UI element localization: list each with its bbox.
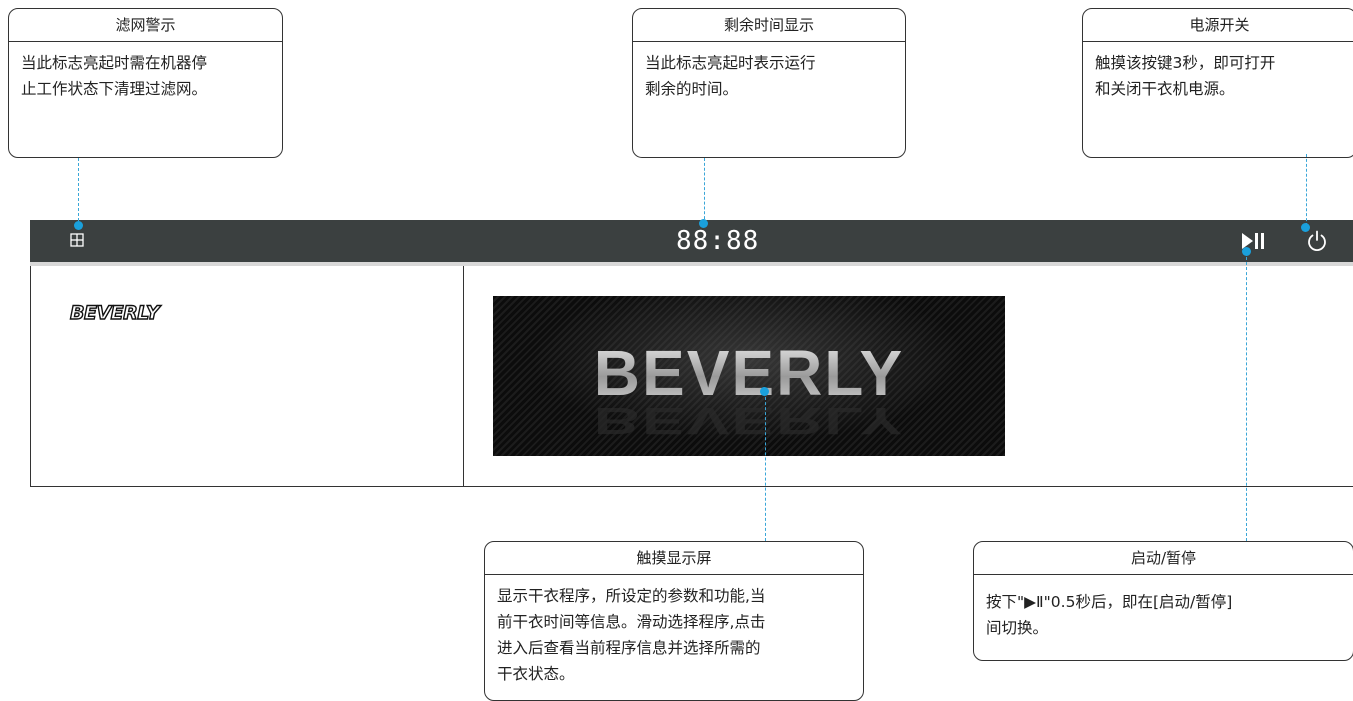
touch-display-screen[interactable]: BEVERLY BEVERLY <box>493 296 1005 456</box>
start-callout-title: 启动/暂停 <box>974 542 1353 575</box>
start-callout: 启动/暂停 按下"▶Ⅱ"0.5秒后，即在[启动/暂停] 间切换。 <box>973 541 1353 661</box>
control-panel <box>30 266 1353 487</box>
time-callout: 剩余时间显示 当此标志亮起时表示运行 剩余的时间。 <box>632 8 906 158</box>
filter-leader-line <box>78 158 79 226</box>
filter-callout: 滤网警示 当此标志亮起时需在机器停 止工作状态下清理过滤网。 <box>8 8 283 158</box>
filter-callout-body: 当此标志亮起时需在机器停 止工作状态下清理过滤网。 <box>21 54 208 98</box>
screen-glow <box>493 296 1005 456</box>
screen-callout-title: 触摸显示屏 <box>485 542 863 575</box>
power-icon[interactable] <box>1305 229 1329 257</box>
screen-leader-line <box>765 392 766 541</box>
start-leader-line <box>1246 252 1247 541</box>
time-leader-dot <box>699 219 708 228</box>
screen-leader-dot <box>760 387 769 396</box>
start-leader-dot <box>1242 247 1251 256</box>
remaining-time-display: 88:88 <box>676 226 760 256</box>
time-leader-line <box>704 158 705 224</box>
power-leader-line <box>1306 154 1307 226</box>
filter-grid-icon <box>70 232 84 251</box>
power-callout-body: 触摸该按键3秒，即可打开 和关闭干衣机电源。 <box>1095 54 1276 98</box>
screen-logo: BEVERLY <box>493 336 1005 410</box>
time-callout-title: 剩余时间显示 <box>633 9 905 42</box>
filter-callout-title: 滤网警示 <box>9 9 282 42</box>
start-callout-body: 按下"▶Ⅱ"0.5秒后，即在[启动/暂停] 间切换。 <box>986 593 1233 637</box>
control-bar <box>30 220 1353 262</box>
power-callout: 电源开关 触摸该按键3秒，即可打开 和关闭干衣机电源。 <box>1082 8 1353 158</box>
power-callout-title: 电源开关 <box>1083 9 1353 42</box>
power-leader-dot <box>1301 223 1310 232</box>
panel-divider <box>463 266 465 487</box>
brand-logo: BEVERLY <box>69 301 160 324</box>
filter-leader-dot <box>74 221 83 230</box>
play-pause-icon[interactable] <box>1240 231 1266 255</box>
screen-callout-body: 显示干衣程序，所设定的参数和功能,当 前干衣时间等信息。滑动选择程序,点击 进入… <box>497 587 766 683</box>
screen-callout: 触摸显示屏 显示干衣程序，所设定的参数和功能,当 前干衣时间等信息。滑动选择程序… <box>484 541 864 701</box>
control-bar-strip <box>30 262 1353 266</box>
time-callout-body: 当此标志亮起时表示运行 剩余的时间。 <box>645 54 816 98</box>
